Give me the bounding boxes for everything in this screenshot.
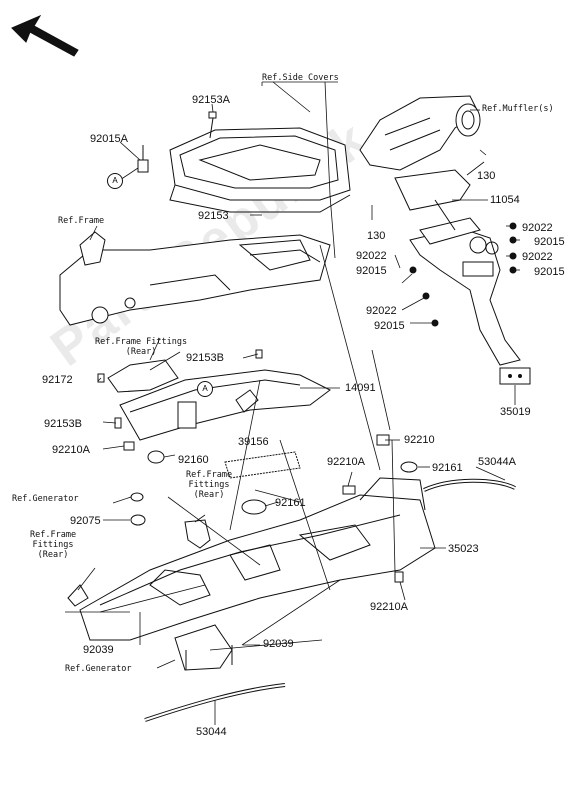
leader-lines (65, 81, 520, 725)
part-label: 130 (367, 230, 386, 242)
ref-frame-fittings-rear-mid: Ref.Frame Fittings (Rear) (186, 470, 233, 500)
ref-generator-top: Ref.Generator (12, 494, 79, 504)
fender-mid-part (119, 369, 331, 441)
tube-53044A (423, 478, 516, 492)
washer-92075 (130, 492, 146, 526)
part-label: 92153 (198, 210, 229, 222)
part-label: 92153A (192, 94, 230, 106)
part-label: 11054 (490, 194, 520, 206)
part-label: 92015A (90, 133, 128, 145)
undertray-35023-part (79, 477, 436, 641)
ref-muffler: Ref.Muffler(s) (482, 104, 554, 114)
ref-frame: Ref.Frame (58, 216, 105, 226)
part-label: 92015 (534, 266, 565, 278)
part-label: 92172 (42, 374, 73, 386)
part-label: 92015 (534, 236, 565, 248)
bracket-92172-part (107, 359, 179, 393)
part-label: 92210A (52, 444, 90, 456)
part-label: 92039 (83, 644, 114, 656)
orientation-arrow-icon (11, 14, 79, 57)
part-label: 92161 (275, 497, 306, 509)
part-label: 92160 (178, 454, 209, 466)
part-label: 92022 (366, 305, 397, 317)
part-label: 92022 (356, 250, 387, 262)
generator-bracket-part (174, 624, 233, 671)
part-label: 92210A (327, 456, 365, 468)
part-label: 92153B (186, 352, 224, 364)
bolt-small-parts (97, 349, 418, 583)
part-label: 92015 (374, 320, 405, 332)
part-label: 35023 (448, 543, 479, 555)
part-label: 53044A (478, 456, 516, 468)
frame-part (59, 231, 331, 326)
part-label: 92161 (432, 462, 463, 474)
tube-53044 (144, 683, 286, 722)
bolt-92015A (137, 145, 149, 173)
part-label: 92022 (522, 222, 553, 234)
part-label: 92075 (70, 515, 101, 527)
part-label: 35019 (500, 406, 531, 418)
reflector-35019 (499, 367, 531, 385)
part-label: 92210 (404, 434, 435, 446)
plate-39156 (224, 451, 301, 479)
seat-cover-part (169, 127, 351, 213)
callout-a-top: A (107, 173, 123, 189)
part-label: 92153B (44, 418, 82, 430)
part-label: 14091 (345, 382, 376, 394)
fitting-left (67, 519, 211, 607)
part-label: 130 (477, 170, 496, 182)
part-label: 92015 (356, 265, 387, 277)
ref-side-covers: Ref.Side Covers (262, 73, 339, 83)
bolt-92153A (208, 111, 217, 139)
muffler-part (359, 95, 481, 171)
part-label: 92210A (370, 601, 408, 613)
part-label: 39156 (238, 436, 269, 448)
part-label: 53044 (196, 726, 227, 738)
ref-generator-bottom: Ref.Generator (65, 664, 132, 674)
part-label: 92022 (522, 251, 553, 263)
part-label: 92039 (263, 638, 294, 650)
ref-frame-fittings-rear-left: Ref.Frame Fittings (Rear) (30, 530, 77, 560)
callout-a-mid: A (197, 381, 213, 397)
license-bracket-part (394, 169, 521, 366)
ref-frame-fittings-rear-top: Ref.Frame Fittings (Rear) (95, 337, 188, 357)
